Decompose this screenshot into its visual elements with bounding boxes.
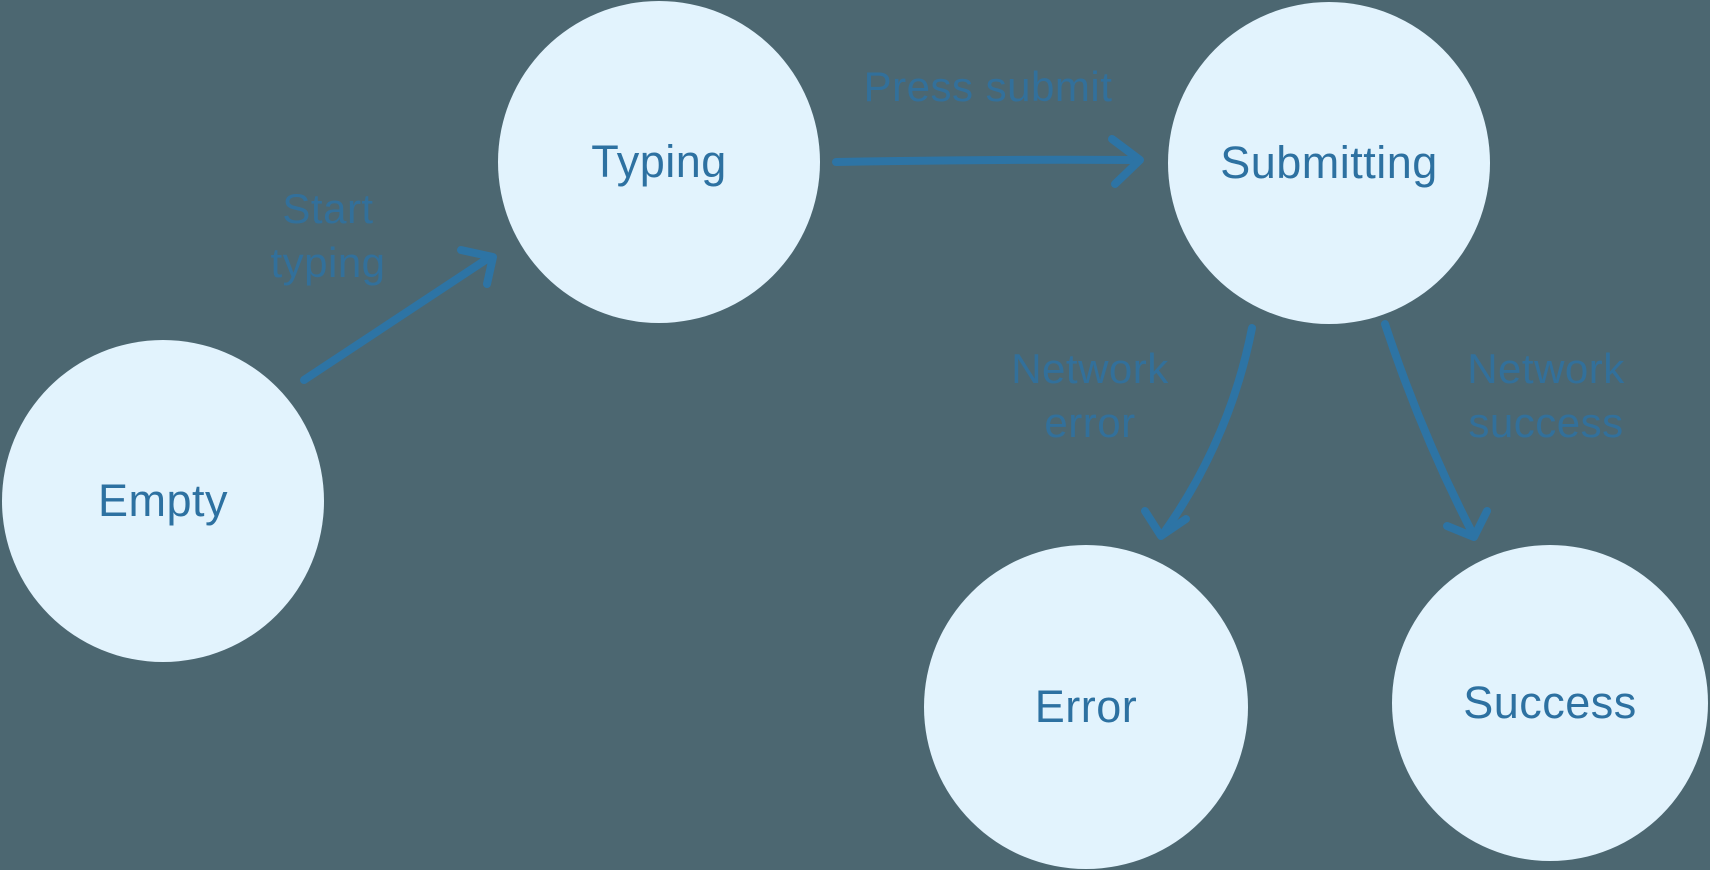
transition-label-start-typing: Start typing [270, 185, 386, 286]
transition-label-network-error: Network error [1011, 345, 1169, 446]
state-label-empty: Empty [97, 475, 229, 526]
transition-label-press-submit: Press submit [863, 63, 1113, 110]
state-label-error: Error [1034, 681, 1138, 732]
state-label-typing: Typing [591, 136, 727, 187]
state-label-submitting: Submitting [1220, 137, 1438, 188]
state-node-submitting[interactable]: Submitting [1168, 2, 1490, 324]
state-node-typing[interactable]: Typing [498, 1, 820, 323]
state-label-success: Success [1463, 677, 1637, 728]
state-node-error[interactable]: Error [924, 545, 1248, 869]
transition-label-network-success: Network success [1467, 345, 1625, 446]
arrow-typing-to-submitting [832, 135, 1144, 188]
state-node-empty[interactable]: Empty [2, 340, 324, 662]
state-node-success[interactable]: Success [1392, 545, 1708, 861]
